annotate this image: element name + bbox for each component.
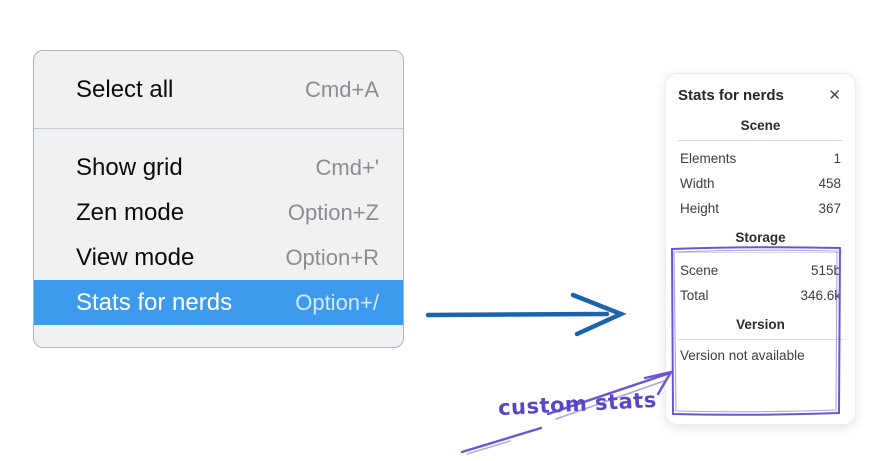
version-note: Version not available (680, 348, 805, 363)
stat-value: 367 (818, 201, 841, 216)
stats-panel: Stats for nerds ✕ Scene Elements 1 Width… (665, 73, 856, 425)
stat-value: 515b (810, 263, 841, 278)
stat-label: Elements (680, 151, 737, 166)
menu-item-zen-mode[interactable]: Zen mode Option+Z (34, 190, 403, 235)
menu-item-shortcut: Cmd+A (305, 76, 379, 102)
stat-label: Scene (680, 263, 719, 278)
stats-section-scene: Scene Elements 1 Width 458 Height 367 (678, 118, 843, 216)
menu-item-shortcut: Option+Z (287, 199, 379, 225)
menu-item-shortcut: Cmd+' (315, 154, 380, 180)
menu-item-label: Zen mode (76, 198, 185, 226)
section-divider (678, 252, 843, 253)
stat-value: 346.6k (800, 288, 841, 303)
menu-group: Show grid Cmd+' Zen mode Option+Z View m… (34, 129, 403, 341)
stats-section-version: Version Version not available (678, 317, 843, 363)
stats-section-storage: Storage Scene 515b Total 346.6k (678, 230, 843, 303)
menu-item-show-grid[interactable]: Show grid Cmd+' (34, 145, 403, 190)
stat-row-total-storage: Total 346.6k (680, 288, 841, 303)
stats-panel-header: Stats for nerds ✕ (678, 87, 843, 104)
stat-row-height: Height 367 (680, 201, 841, 216)
menu-item-stats-for-nerds[interactable]: Stats for nerds Option+/ (34, 280, 403, 325)
menu-item-view-mode[interactable]: View mode Option+R (34, 235, 403, 280)
stat-label: Total (680, 288, 709, 303)
section-divider (678, 140, 843, 141)
menu-item-shortcut: Option+R (285, 244, 379, 270)
stats-panel-title: Stats for nerds (678, 87, 784, 104)
stat-label: Width (680, 176, 715, 191)
menu-item-shortcut: Option+/ (295, 289, 379, 315)
menu-item-label: View mode (76, 243, 195, 271)
section-heading: Version (736, 317, 785, 332)
menu-item-label: Stats for nerds (76, 288, 233, 316)
stat-row-elements: Elements 1 (680, 151, 841, 166)
custom-stats-annotation: custom stats (497, 387, 658, 421)
close-icon[interactable]: ✕ (828, 87, 841, 104)
stat-value: 458 (818, 176, 841, 191)
menu-item-select-all[interactable]: Select all Cmd+A (34, 51, 403, 128)
section-divider (678, 339, 843, 340)
context-menu: Select all Cmd+A Show grid Cmd+' Zen mod… (33, 50, 404, 348)
menu-divider (34, 128, 403, 129)
stat-row-scene-storage: Scene 515b (680, 263, 841, 278)
menu-item-label: Show grid (76, 153, 183, 181)
menu-item-label: Select all (76, 75, 174, 103)
stat-value: 1 (833, 151, 841, 166)
stat-label: Height (680, 201, 720, 216)
stat-row-width: Width 458 (680, 176, 841, 191)
section-heading: Storage (735, 230, 786, 245)
section-heading: Scene (740, 118, 781, 133)
